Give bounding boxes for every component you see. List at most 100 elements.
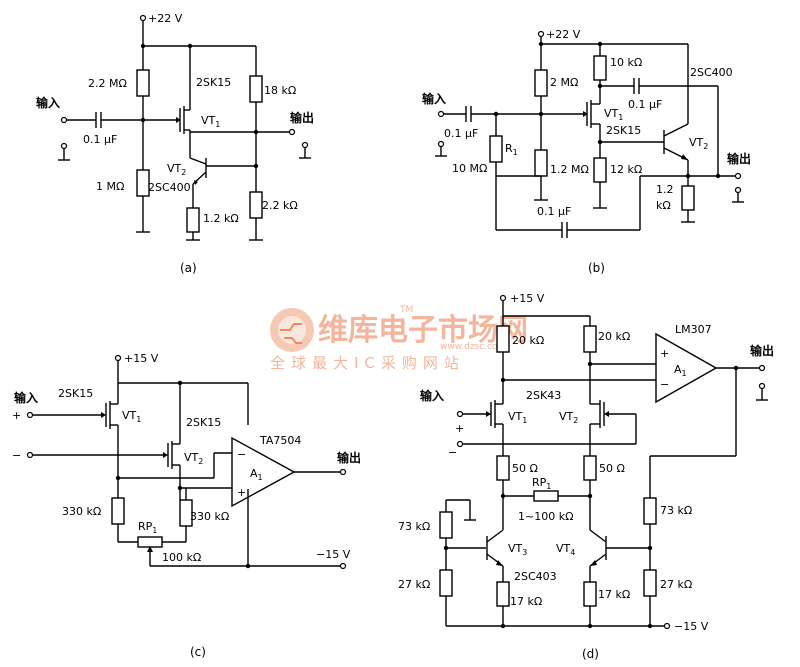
d-input-label: 输入: [420, 388, 444, 403]
d-r-s2-label: 50 Ω: [599, 462, 625, 475]
b-r-emitter-unit: kΩ: [656, 199, 671, 212]
a-r-bottom-label: 1 MΩ: [96, 180, 124, 193]
d-input-plus-terminal[interactable]: [456, 410, 464, 418]
a-output-terminal[interactable]: [288, 128, 296, 136]
diagram-a: +22 V 2.2 MΩ 1 MΩ 输入 0.1 μF: [36, 12, 314, 275]
c-input-label: 输入: [14, 390, 38, 405]
d-r-e1-label: 17 kΩ: [510, 595, 542, 608]
b-output-terminal[interactable]: [734, 172, 742, 180]
a-r-emitter-label: 1.2 kΩ: [203, 212, 239, 225]
d-opamp-label: LM307: [675, 323, 712, 336]
d-opamp-plus: +: [660, 347, 669, 360]
c-resistor-330k-left: [111, 497, 125, 525]
c-supply-neg-label: −15 V: [316, 548, 351, 561]
b-resistor-2M: [534, 69, 548, 97]
b-cap-bottom-label: 0.1 μF: [537, 205, 571, 218]
d-fet-vt1: [486, 400, 503, 428]
d-r-bias-bot-r-label: 27 kΩ: [660, 578, 692, 591]
d-resistor-50-left: [496, 455, 510, 481]
b-bjt-vt2: [663, 44, 689, 186]
b-resistor-1-2k: [681, 185, 695, 211]
d-bjt-vt4: [589, 529, 607, 567]
a-output-label: 输出: [290, 110, 314, 125]
c-caption: (c): [190, 645, 206, 659]
a-fet-label: 2SK15: [196, 76, 231, 89]
c-input-plus-terminal[interactable]: [26, 411, 34, 419]
d-resistor-73k-right: [643, 497, 657, 525]
c-input-minus-terminal[interactable]: [26, 451, 34, 459]
d-r-d2-label: 20 kΩ: [598, 330, 630, 343]
d-input-minus: −: [448, 446, 457, 459]
c-rp-label: RP1: [138, 520, 157, 535]
d-opamp-a1: [655, 332, 718, 404]
b-input-terminal[interactable]: [437, 110, 445, 118]
d-r-bias-top-r-label: 73 kΩ: [660, 504, 692, 517]
a-caption: (a): [180, 261, 197, 275]
b-r1-label: R1: [505, 142, 518, 157]
d-caption: (d): [582, 647, 599, 661]
a-r-drain-label: 18 kΩ: [264, 84, 296, 97]
a-resistor-2-2k: [249, 191, 263, 219]
d-rp-label: RP1: [532, 476, 551, 491]
d-bjt-vt3: [486, 529, 504, 567]
d-output-terminal[interactable]: [758, 364, 766, 372]
a-input-label: 输入: [36, 95, 60, 110]
a-resistor-1-2k: [186, 207, 200, 233]
a-fet-vt1: [176, 46, 191, 158]
b-bjt-label: 2SC400: [690, 66, 733, 79]
b-fet-vt1: [583, 100, 600, 128]
diagram-d: +15 V 20 kΩ 20 kΩ + − A1 LM307 输出 输入: [398, 292, 774, 661]
d-supply-pos-terminal: [499, 294, 507, 302]
d-r-bias-bot-l-label: 27 kΩ: [398, 578, 430, 591]
a-cap-label: 0.1 μF: [83, 133, 117, 146]
b-output-label: 输出: [727, 151, 751, 166]
d-r-bias-top-l-label: 73 kΩ: [398, 520, 430, 533]
c-fet1-label: 2SK15: [58, 387, 93, 400]
a-bjt-label: 2SC400: [148, 181, 191, 194]
c-potentiometer-rp1: [137, 536, 163, 548]
c-output-terminal[interactable]: [339, 468, 347, 476]
d-resistor-20k-right: [583, 325, 597, 353]
d-fet-vt2: [590, 400, 609, 428]
b-supply-label: +22 V: [546, 28, 581, 41]
c-a1-label: A1: [250, 467, 263, 482]
c-opamp-minus: −: [237, 448, 246, 461]
c-opamp-plus: +: [237, 486, 246, 499]
c-r-left-label: 330 kΩ: [62, 505, 101, 518]
d-resistor-73k-left: [439, 511, 453, 539]
b-r1-value: 10 MΩ: [452, 162, 487, 175]
b-r-source-label: 12 kΩ: [610, 163, 642, 176]
c-output-label: 输出: [337, 450, 361, 465]
watermark-url: www.dzsc.com: [440, 342, 506, 352]
b-fet-label: 2SK15: [606, 124, 641, 137]
d-output-label: 输出: [750, 343, 774, 358]
b-r-drain-label: 10 kΩ: [610, 56, 642, 69]
c-fet-vt1: [101, 398, 119, 429]
a-resistor-2-2M: [136, 69, 150, 97]
b-cap-top-label: 0.1 μF: [628, 98, 662, 111]
d-vt3-label: VT3: [508, 542, 527, 557]
watermark: 维库电子市场网 TM www.dzsc.com 全球最大IC采购网站: [270, 305, 528, 372]
watermark-logo-icon: [270, 308, 314, 352]
c-supply-pos-terminal: [114, 354, 122, 362]
c-vt2-label: VT2: [184, 451, 203, 466]
d-resistor-17k-left: [496, 581, 510, 607]
d-supply-pos-label: +15 V: [510, 292, 545, 305]
b-input-label: 输入: [422, 91, 446, 106]
b-supply-terminal: [537, 30, 545, 38]
d-r-e2-label: 17 kΩ: [598, 588, 630, 601]
d-supply-neg-terminal: [663, 622, 671, 630]
a-input-terminal[interactable]: [60, 116, 68, 124]
c-opamp-label: TA7504: [259, 434, 301, 447]
b-r-bottom-label: 1.2 MΩ: [550, 163, 589, 176]
d-input-minus-terminal[interactable]: [456, 440, 464, 448]
c-supply-pos-label: +15 V: [124, 352, 159, 365]
a-r-source-label: 2.2 kΩ: [262, 199, 298, 212]
d-resistor-17k-right: [583, 581, 597, 607]
c-supply-neg-terminal: [339, 562, 347, 570]
b-resistor-1-2M: [534, 149, 548, 177]
d-a1-label: A1: [674, 363, 687, 378]
d-vt1-label: VT1: [508, 410, 527, 425]
b-vt1-label: VT1: [604, 107, 623, 122]
